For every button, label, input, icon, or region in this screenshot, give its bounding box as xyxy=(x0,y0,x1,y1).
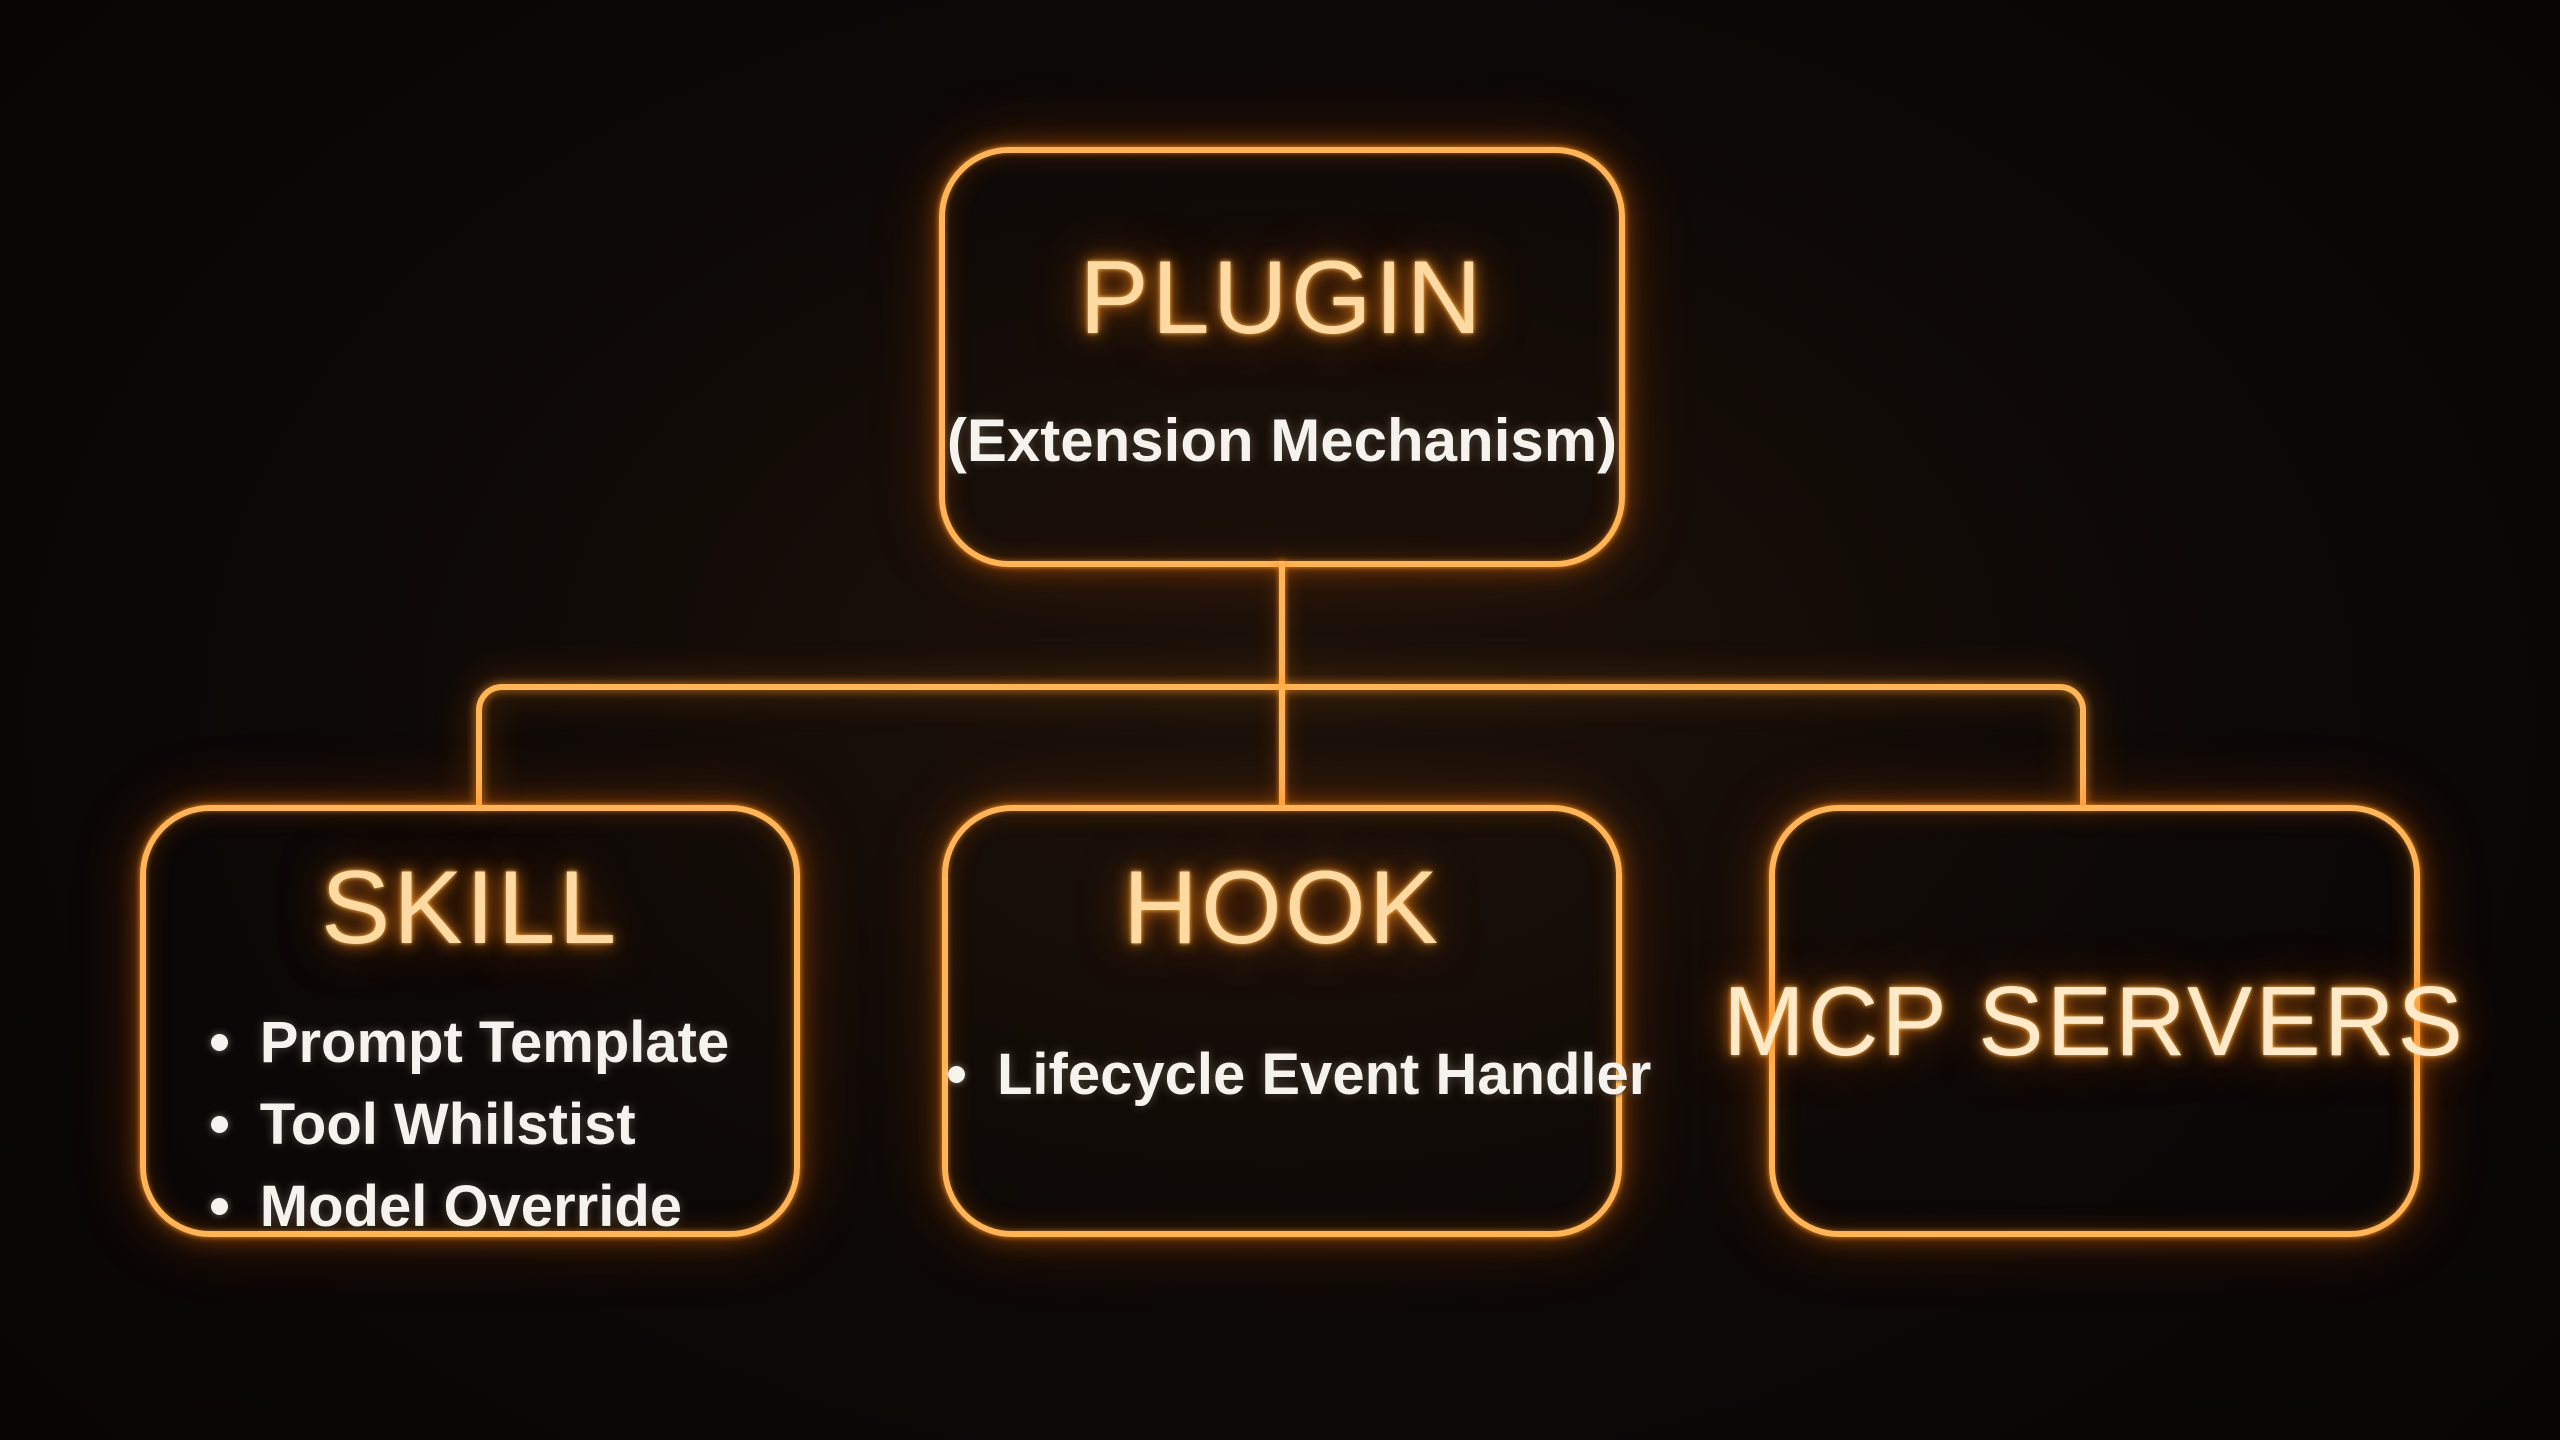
node-hook-title: HOOK xyxy=(1122,850,1442,966)
bullet-item: Lifecycle Event Handler xyxy=(948,1041,1651,1108)
node-plugin-subtitle: (Extension Mechanism) xyxy=(946,407,1618,474)
bullet-label: Lifecycle Event Handler xyxy=(997,1042,1652,1107)
node-skill-title: SKILL xyxy=(320,850,620,966)
bullet-dot-icon xyxy=(948,1066,965,1083)
bullet-label: Model Override xyxy=(259,1174,683,1239)
node-mcp-servers-title: MCP SERVERS xyxy=(1723,965,2466,1076)
node-skill: SKILL Prompt Template Tool Whilstist Mod… xyxy=(140,805,800,1239)
bullet-item: Tool Whilstist xyxy=(210,1091,729,1158)
bullet-item: Model Override xyxy=(210,1173,729,1240)
bullet-label: Prompt Template xyxy=(259,1010,730,1075)
bullet-dot-icon xyxy=(210,1198,228,1215)
node-plugin-title: PLUGIN xyxy=(1079,240,1485,356)
skill-bullet-list: Prompt Template Tool Whilstist Model Ove… xyxy=(210,994,730,1255)
node-hook: HOOK Lifecycle Event Handler xyxy=(942,805,1651,1237)
connector-root-stem xyxy=(1279,561,1285,690)
connector-center-drop xyxy=(1279,688,1285,805)
connector-branch-frame xyxy=(476,684,2086,805)
hook-bullet-list: Lifecycle Event Handler xyxy=(948,1026,1651,1123)
bullet-dot-icon xyxy=(210,1034,228,1051)
bullet-label: Tool Whilstist xyxy=(259,1092,636,1157)
bullet-dot-icon xyxy=(210,1116,228,1133)
bullet-item: Prompt Template xyxy=(210,1009,730,1076)
node-plugin: PLUGIN (Extension Mechanism) xyxy=(939,147,1625,567)
node-mcp-servers: MCP SERVERS xyxy=(1723,805,2463,1237)
